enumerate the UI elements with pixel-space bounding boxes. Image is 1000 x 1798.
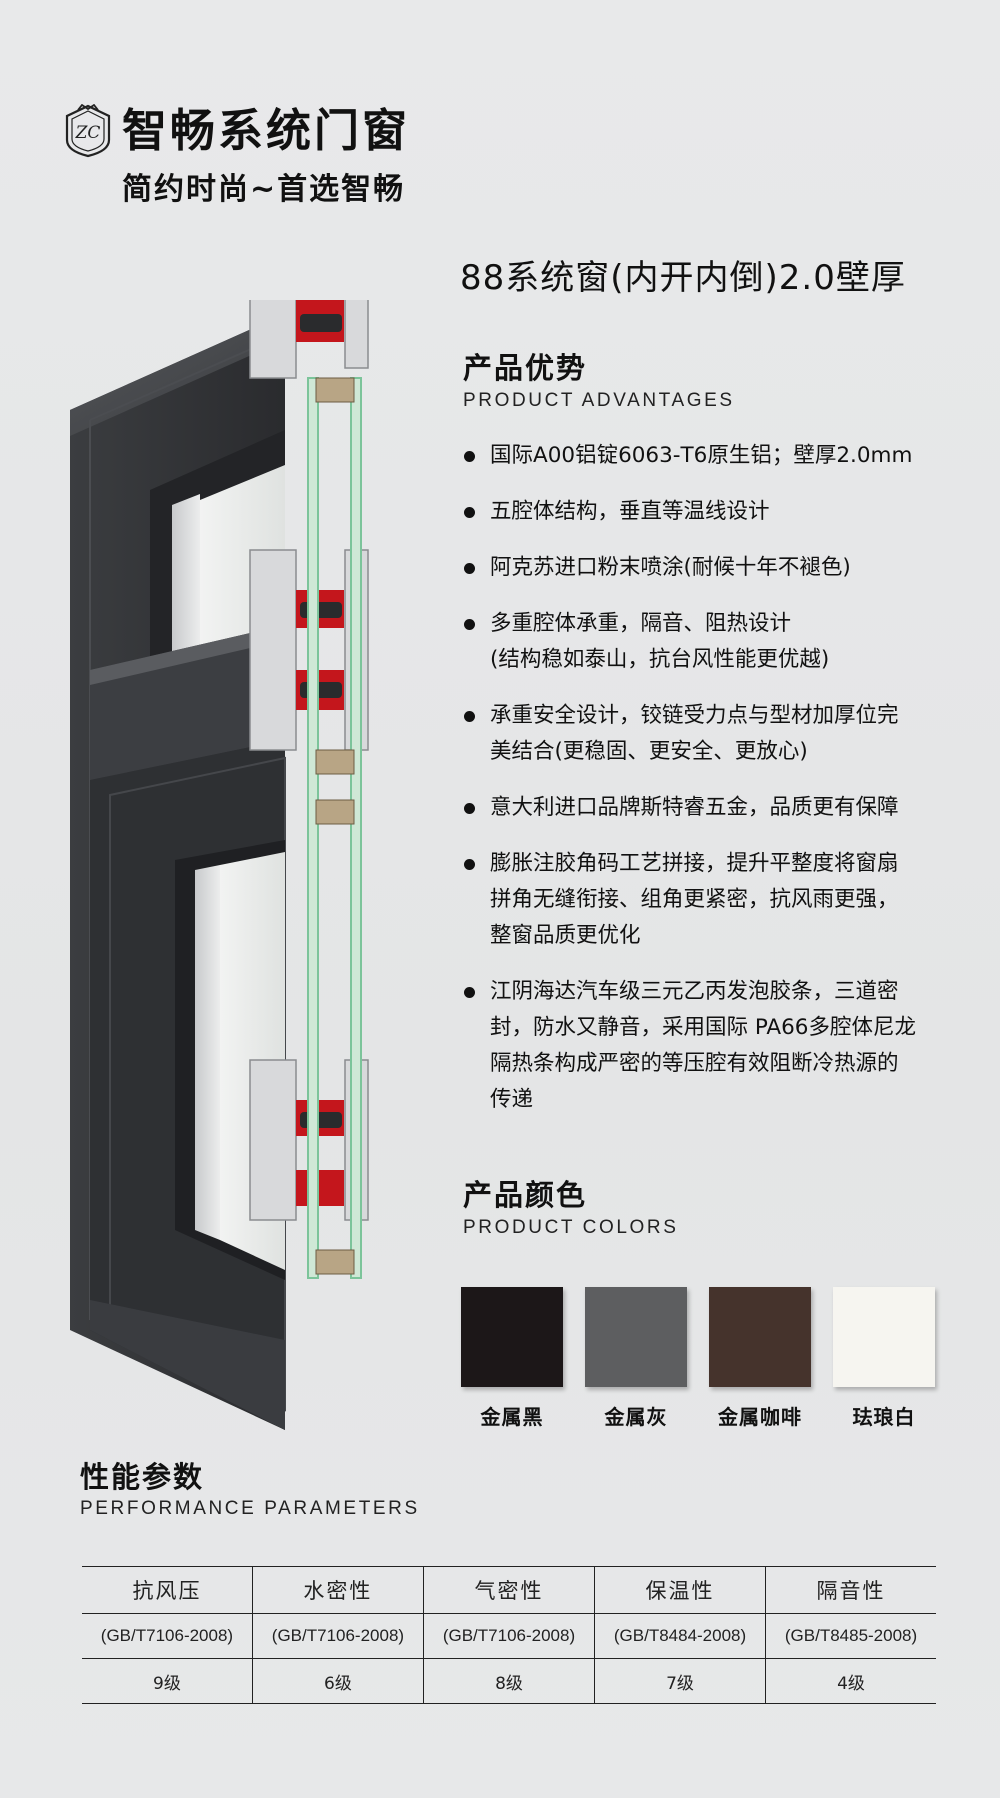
colors-subtitle: PRODUCT COLORS (463, 1217, 679, 1238)
params-title: 性能参数 (80, 1460, 205, 1494)
params-table: 抗风压 水密性 气密性 保温性 隔音性 (GB/T7106-2008) (GB/… (82, 1566, 936, 1704)
list-item: 承重安全设计，铰链受力点与型材加厚位完 美结合(更稳固、更安全、更放心) (462, 698, 958, 770)
brand-logo-icon: ZC (65, 104, 111, 158)
param-standard: (GB/T7106-2008) (82, 1613, 253, 1659)
param-standard: (GB/T7106-2008) (251, 1613, 424, 1659)
param-name: 隔音性 (765, 1566, 936, 1614)
param-standard: (GB/T8484-2008) (593, 1613, 766, 1659)
list-item: 五腔体结构，垂直等温线设计 (462, 494, 958, 530)
advantages-subtitle: PRODUCT ADVANTAGES (463, 390, 735, 411)
param-name: 气密性 (422, 1566, 595, 1614)
list-item: 江阴海达汽车级三元乙丙发泡胶条，三道密 封，防水又静音，采用国际 PA66多腔体… (462, 974, 958, 1118)
product-title: 88系统窗(内开内倒)2.0壁厚 (460, 258, 906, 298)
param-name: 水密性 (251, 1566, 424, 1614)
param-grade: 7级 (593, 1658, 766, 1704)
param-name: 保温性 (593, 1566, 766, 1614)
color-label: 金属咖啡 (718, 1405, 802, 1429)
list-item: 多重腔体承重，隔音、阻热设计 (结构稳如泰山，抗台风性能更优越) (462, 606, 958, 678)
param-name: 抗风压 (82, 1566, 253, 1614)
advantages-list: 国际A00铝锭6063-T6原生铝；壁厚2.0mm 五腔体结构，垂直等温线设计 … (462, 438, 958, 1138)
color-swatch-gray (585, 1287, 687, 1387)
color-label: 金属灰 (604, 1405, 668, 1429)
param-standard: (GB/T8485-2008) (765, 1613, 936, 1659)
param-standard: (GB/T7106-2008) (422, 1613, 595, 1659)
table-row: (GB/T7106-2008) (GB/T7106-2008) (GB/T710… (82, 1613, 936, 1659)
svg-text:ZC: ZC (75, 123, 101, 143)
color-label: 金属黑 (480, 1405, 544, 1429)
color-label: 珐琅白 (852, 1405, 916, 1429)
brand-name: 智畅系统门窗 (122, 104, 411, 157)
param-grade: 4级 (765, 1658, 936, 1704)
param-grade: 8级 (422, 1658, 595, 1704)
list-item: 意大利进口品牌斯特睿五金，品质更有保障 (462, 790, 958, 826)
color-swatch-black (461, 1287, 563, 1387)
list-item: 膨胀注胶角码工艺拼接，提升平整度将窗扇 拼角无缝衔接、组角更紧密，抗风雨更强， … (462, 846, 958, 954)
param-grade: 9级 (82, 1658, 253, 1704)
params-subtitle: PERFORMANCE PARAMETERS (80, 1498, 420, 1519)
table-row: 9级 6级 8级 7级 4级 (82, 1658, 936, 1704)
table-row: 抗风压 水密性 气密性 保温性 隔音性 (82, 1566, 936, 1614)
color-swatch-white (833, 1287, 935, 1387)
colors-title: 产品颜色 (463, 1178, 588, 1212)
list-item: 阿克苏进口粉末喷涂(耐候十年不褪色) (462, 550, 958, 586)
color-swatch-coffee (709, 1287, 811, 1387)
param-grade: 6级 (251, 1658, 424, 1704)
list-item: 国际A00铝锭6063-T6原生铝；壁厚2.0mm (462, 438, 958, 474)
brand-slogan: 简约时尚~首选智畅 (122, 172, 406, 207)
window-profile-illustration (70, 300, 369, 1430)
advantages-title: 产品优势 (463, 351, 588, 385)
